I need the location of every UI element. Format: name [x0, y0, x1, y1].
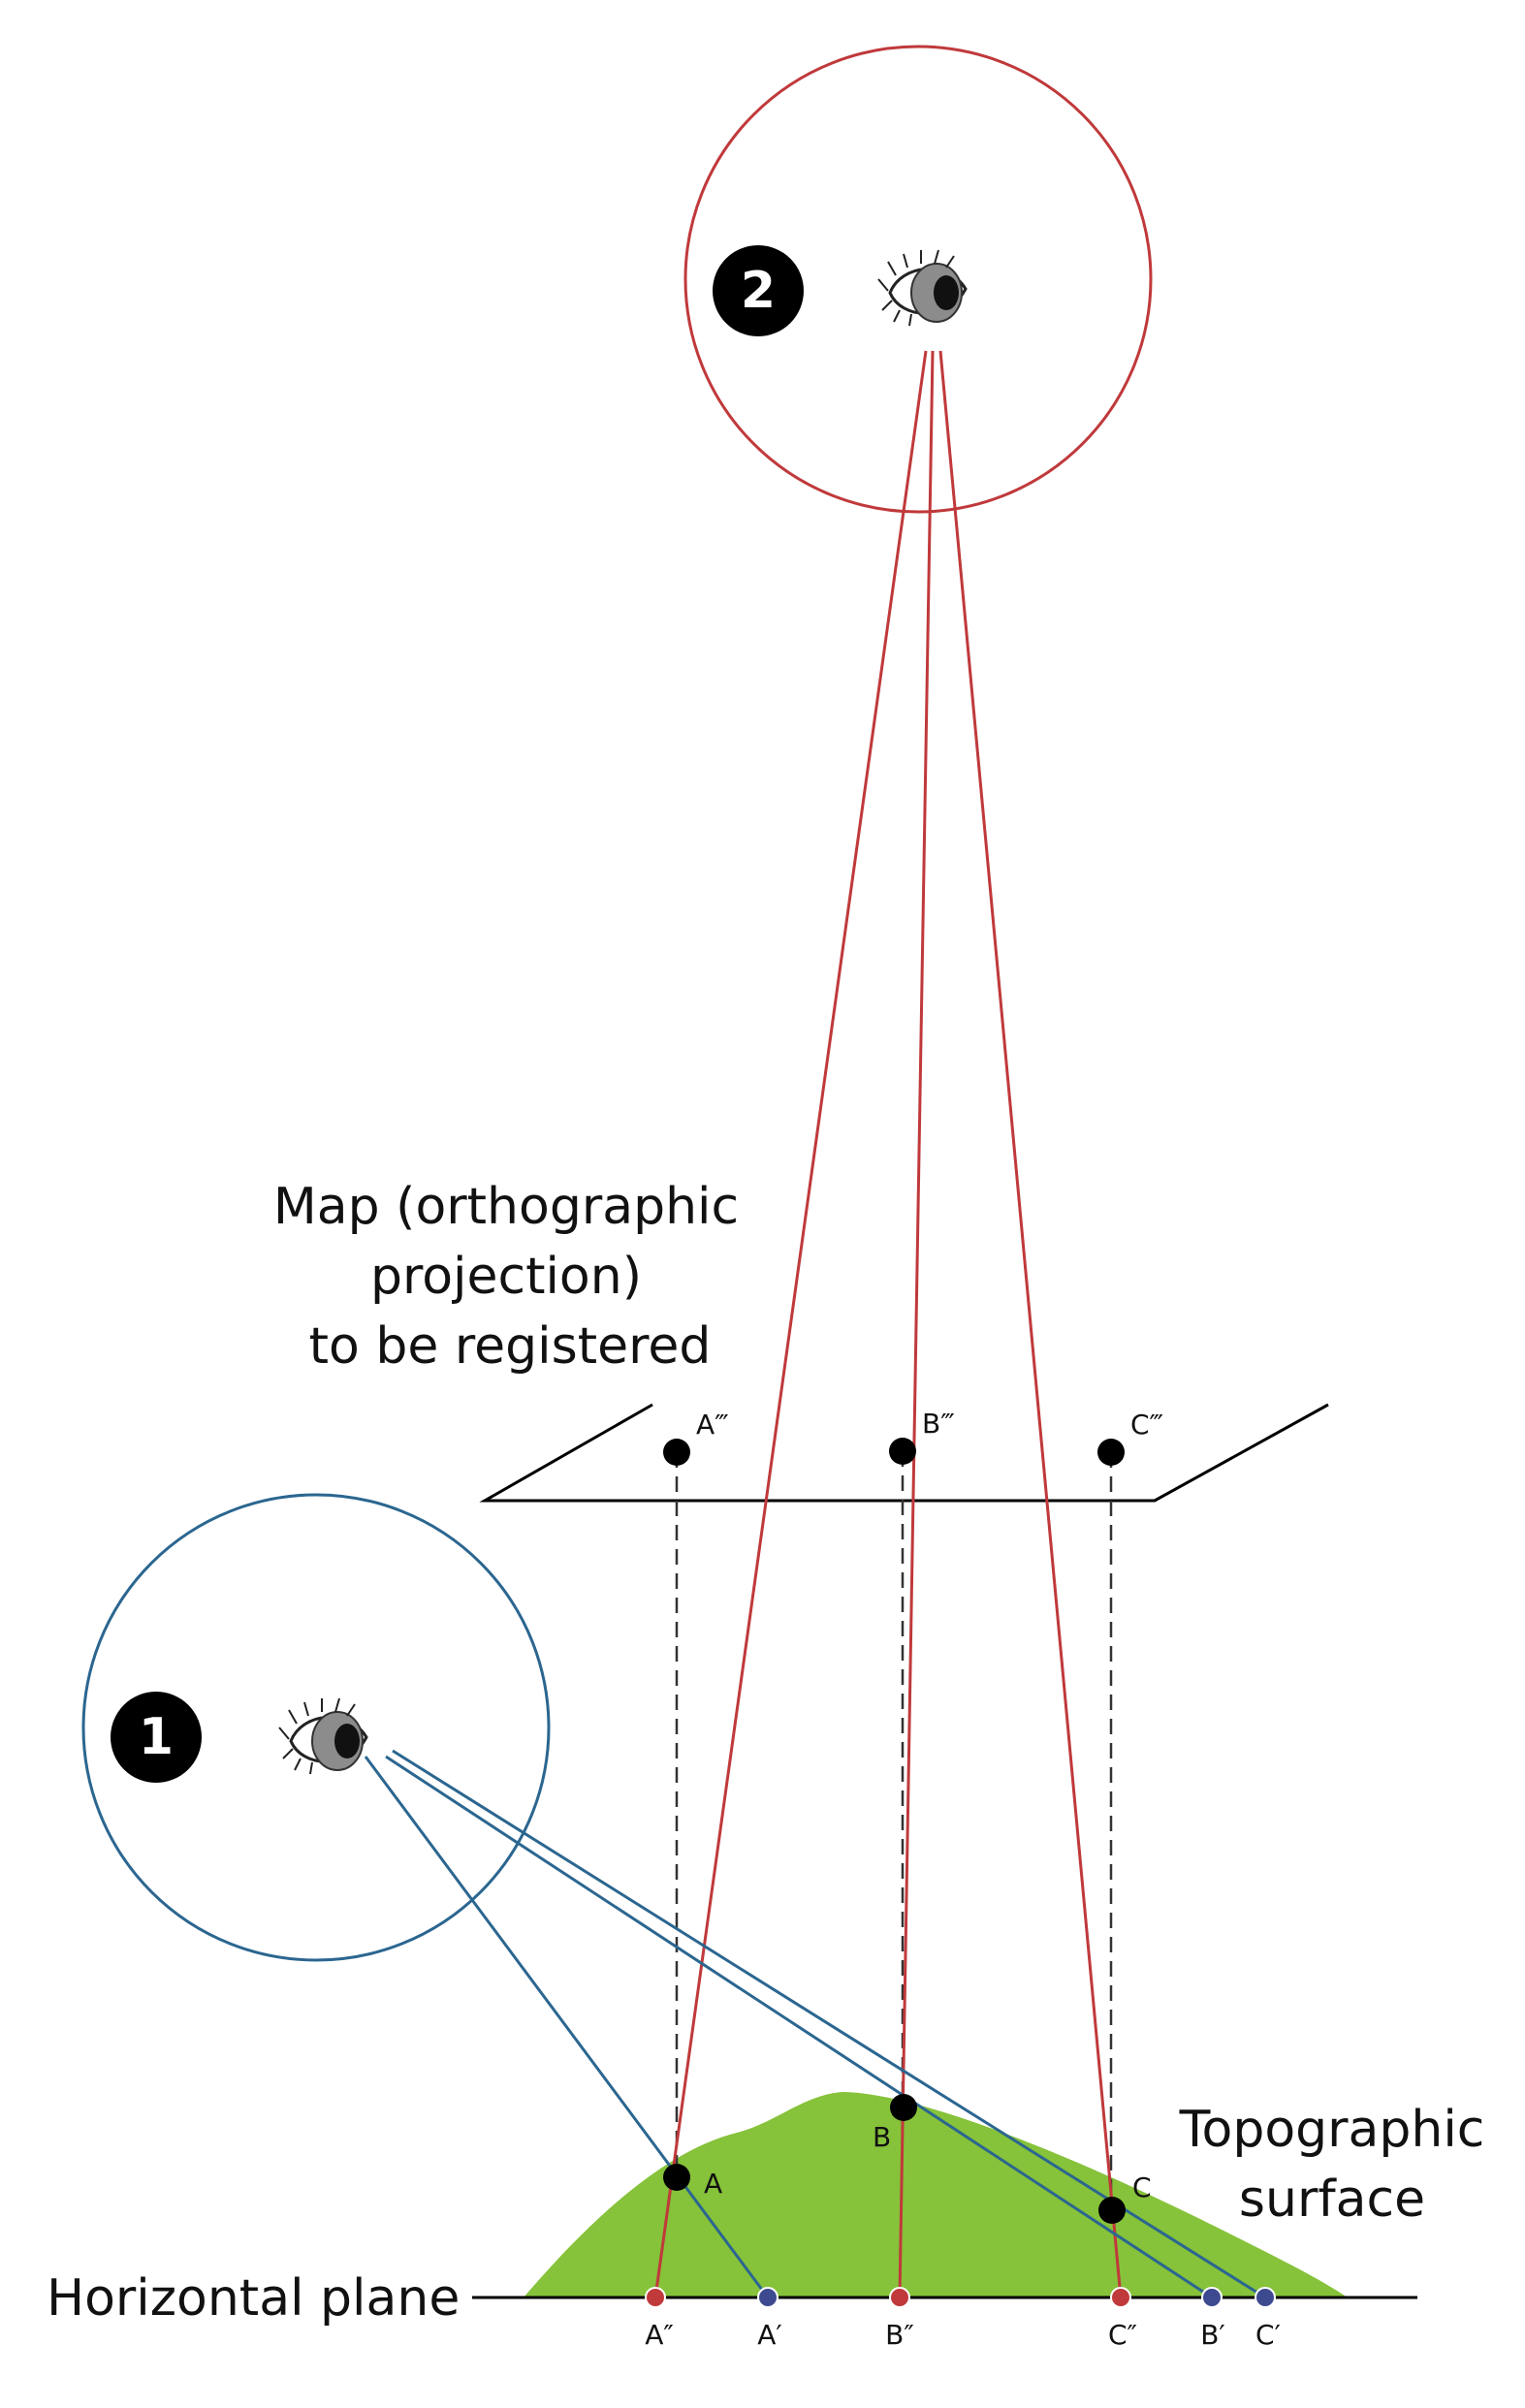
topo-caption-line-2: surface	[1239, 2170, 1425, 2229]
map-caption-line-1: Map (orthographic	[273, 1178, 739, 1236]
map-plane	[479, 1403, 1329, 1503]
topo-caption-line-1: Topographic	[1179, 2101, 1485, 2159]
point-a	[663, 2164, 690, 2191]
map-caption-line-2: projection)	[370, 1248, 642, 1306]
blue-ray-a	[364, 1756, 770, 2298]
point-a-ortho	[645, 2287, 666, 2308]
point-c	[1098, 2197, 1126, 2224]
viewpoint-1-badge	[111, 1692, 202, 1783]
label-a-ortho: A″	[645, 2319, 674, 2351]
eye-icon	[278, 1697, 368, 1775]
red-ray-b	[898, 350, 935, 2298]
red-ray-a	[653, 350, 928, 2298]
point-c-map	[1097, 1439, 1125, 1466]
label-b-ortho: B″	[885, 2319, 914, 2351]
point-a-map	[663, 1439, 690, 1466]
viewpoint-2-number: 2	[741, 262, 776, 320]
label-b-persp: B′	[1200, 2319, 1225, 2351]
point-a-persp	[757, 2287, 778, 2308]
label-c-ortho: C″	[1108, 2319, 1137, 2351]
viewpoint-1-circle	[81, 1493, 551, 1962]
point-b-map	[889, 1438, 916, 1465]
label-b: B	[873, 2121, 891, 2153]
viewpoint-1-number: 1	[139, 1708, 174, 1766]
blue-ray-b	[385, 1755, 1213, 2299]
point-b-ortho	[889, 2287, 910, 2308]
eye-icon	[877, 249, 968, 327]
label-a-map: A‴	[696, 1409, 729, 1441]
label-c-persp: C′	[1255, 2319, 1281, 2351]
viewpoint-2-badge	[713, 245, 804, 336]
point-b-persp	[1201, 2287, 1223, 2308]
point-b	[890, 2094, 917, 2121]
horizontal-plane-caption: Horizontal plane	[47, 2269, 460, 2328]
label-a: A	[704, 2168, 722, 2200]
red-ray-c	[938, 350, 1123, 2298]
label-c-map: C‴	[1130, 1409, 1163, 1441]
label-c: C	[1132, 2171, 1152, 2203]
point-c-ortho	[1110, 2287, 1131, 2308]
viewpoint-2-circle	[683, 45, 1153, 514]
map-caption-line-3: to be registered	[309, 1317, 712, 1376]
label-b-map: B‴	[922, 1408, 955, 1440]
label-a-persp: A′	[757, 2319, 782, 2351]
point-c-persp	[1255, 2287, 1276, 2308]
